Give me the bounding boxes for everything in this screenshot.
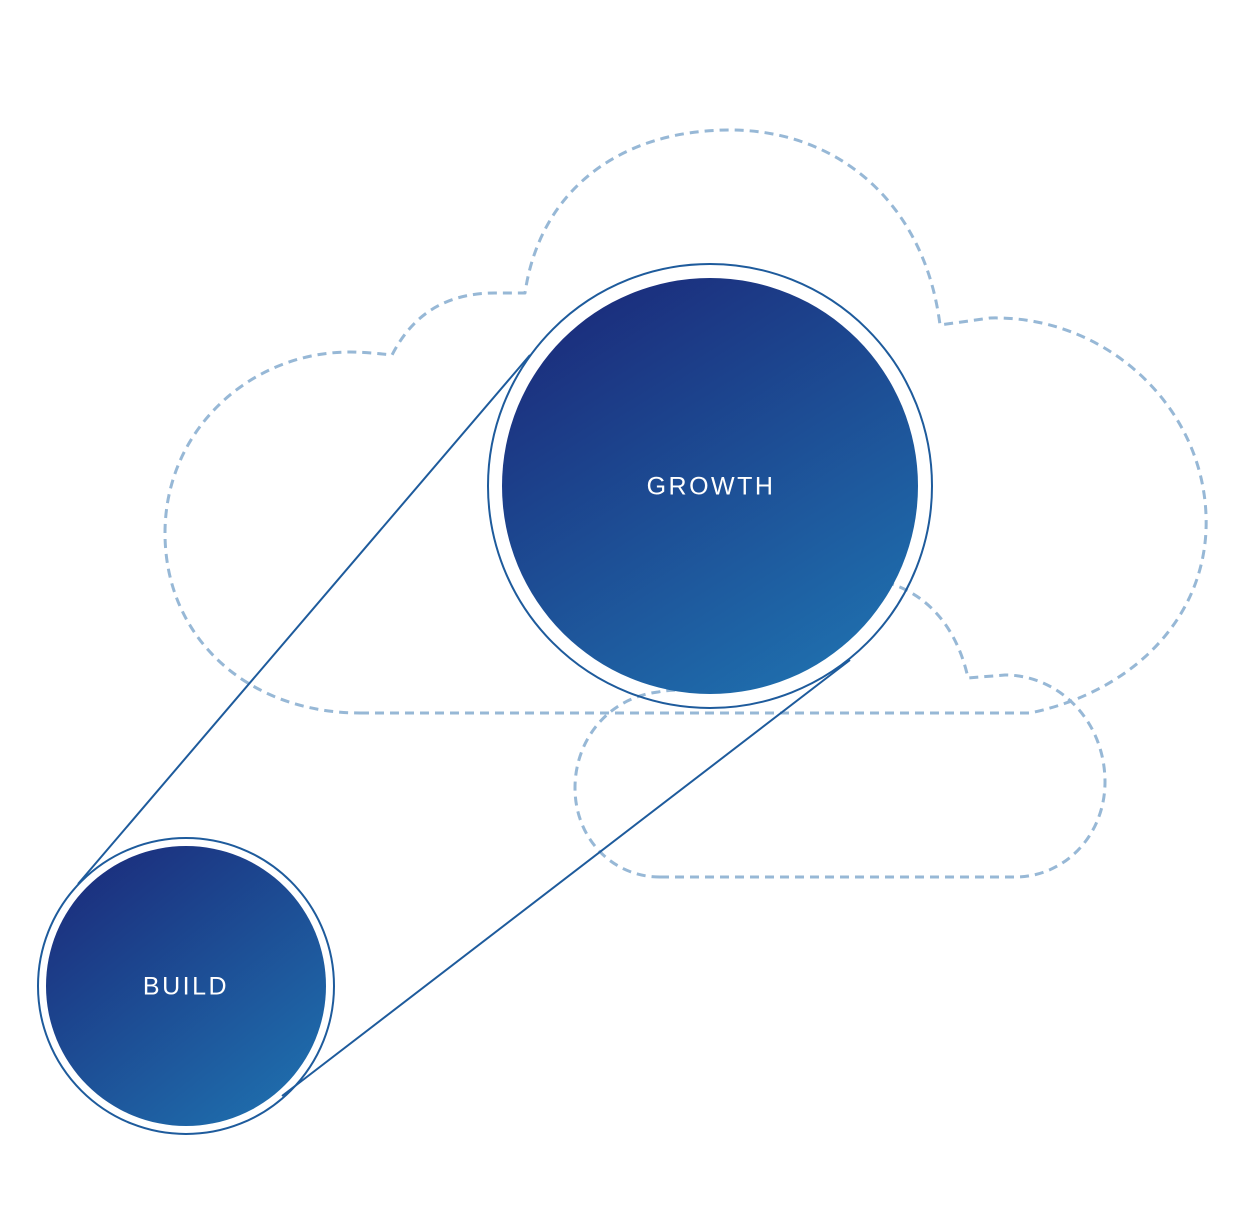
connector-line-left xyxy=(77,354,531,885)
growth-node: GROWTH xyxy=(487,263,933,709)
connector-line-right xyxy=(281,659,851,1097)
build-outer-ring xyxy=(37,837,335,1135)
growth-label: GROWTH xyxy=(647,473,776,501)
build-label: BUILD xyxy=(143,973,229,1001)
large-cloud-outline xyxy=(163,128,1208,715)
growth-outer-ring xyxy=(487,263,933,709)
build-circle xyxy=(46,846,326,1126)
build-node: BUILD xyxy=(37,837,335,1135)
growth-circle xyxy=(502,278,918,694)
